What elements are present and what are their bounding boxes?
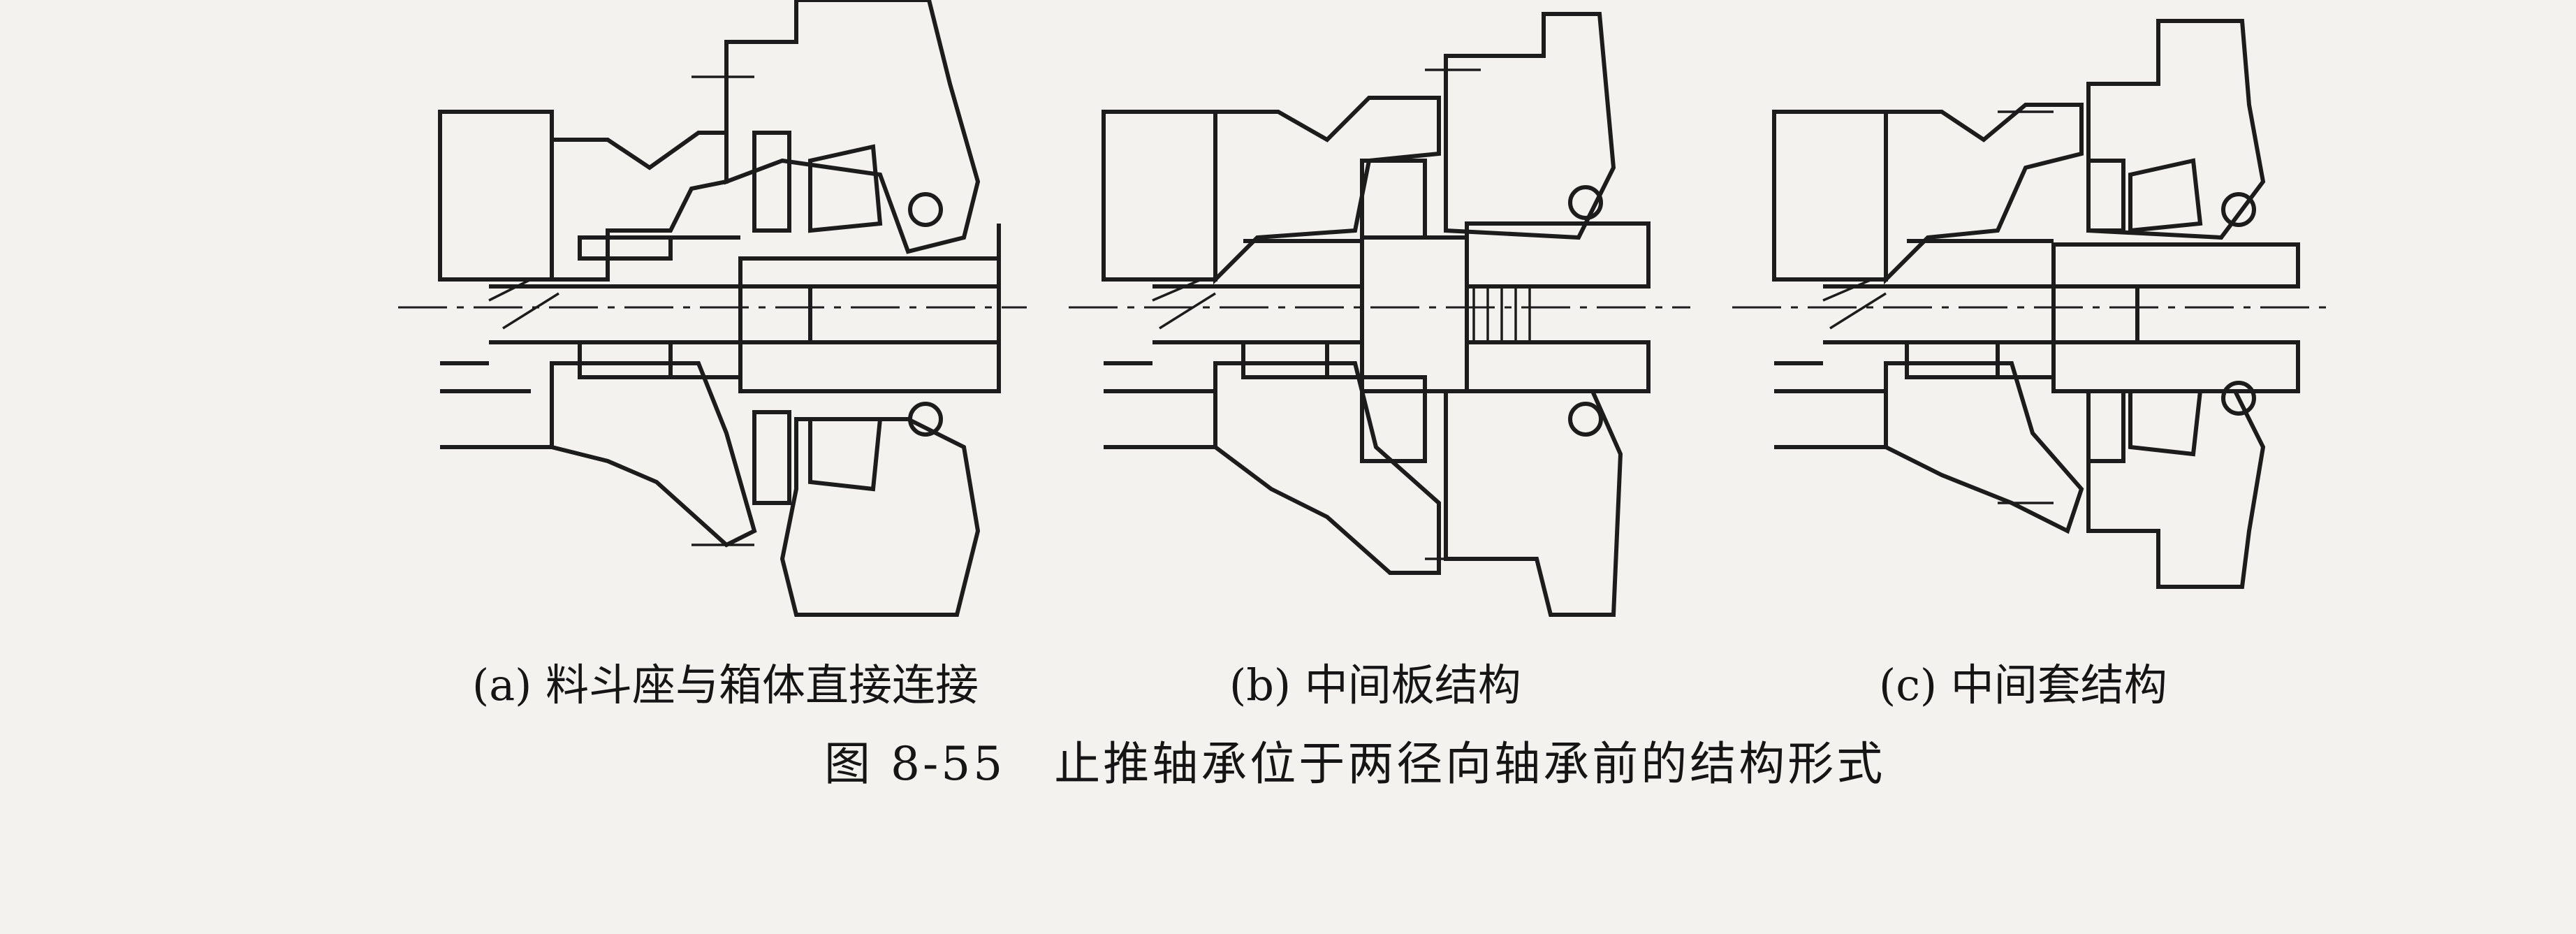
drawing-c (1732, 19, 2326, 589)
subcaption-a: (a) 料斗座与箱体直接连接 (472, 659, 979, 710)
drawing-b (1069, 12, 1690, 617)
drawing-a (398, 0, 1027, 617)
subcaption-b: (b) 中间板结构 (1229, 659, 1521, 710)
figure-caption: 图 8-55 止推轴承位于两径向轴承前的结构形式 (824, 737, 1886, 791)
subcaption-c: (c) 中间套结构 (1879, 659, 2167, 710)
